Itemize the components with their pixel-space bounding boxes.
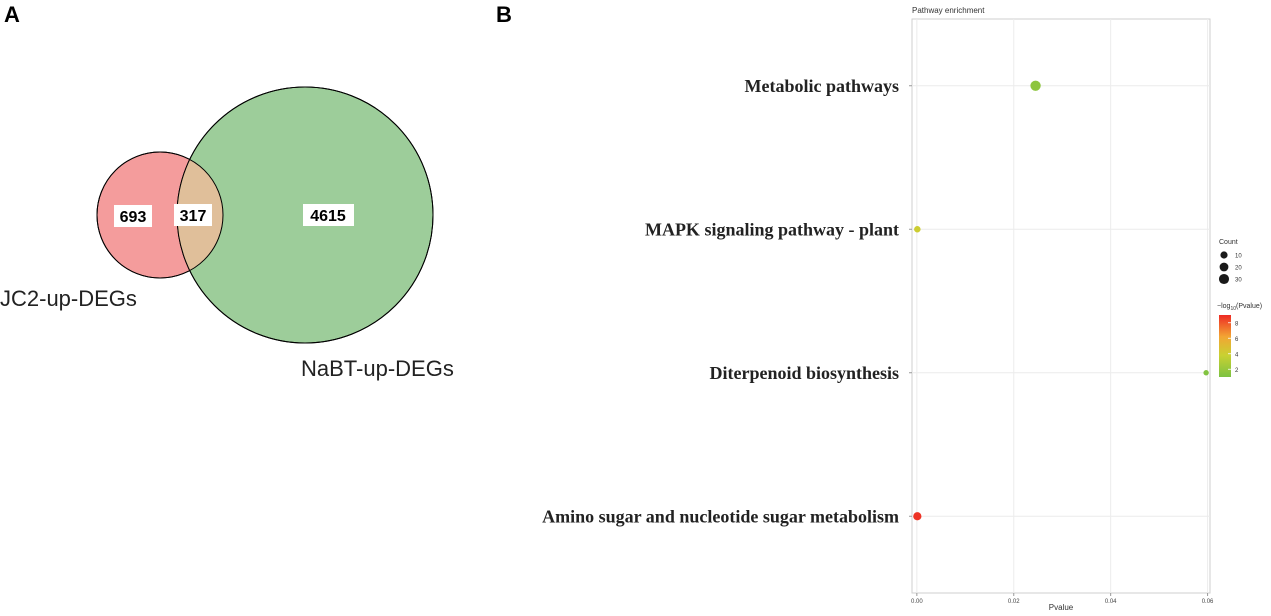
x-axis-ticks: 0.00 0.02 0.04 0.06 (911, 593, 1214, 605)
legend-color-title: −log10(Pvalue) (1217, 303, 1262, 312)
legend-count: Count 10 20 30 (1218, 239, 1242, 285)
venn-label-box-right (303, 204, 354, 226)
data-point (1030, 80, 1041, 91)
venn-count-left-only: 693 (120, 209, 147, 226)
legend-count-symbol (1218, 273, 1230, 285)
legend-count-symbol (1220, 251, 1228, 259)
y-category-label: Metabolic pathways (745, 76, 900, 96)
venn-label-box-left (114, 205, 152, 227)
venn-circle-jc2-outline (96, 151, 224, 279)
legend-count-title: Count (1219, 239, 1238, 246)
data-point (914, 225, 921, 233)
data-point (913, 512, 922, 521)
plot-area (911, 18, 1211, 594)
panel-a: A 693 317 4615 JC2-up-DEGs NaBT-up-DEGs (0, 2, 454, 381)
y-category-label: MAPK signaling pathway - plant (645, 219, 899, 239)
x-tick-label: 0.00 (911, 599, 923, 605)
x-axis-title: Pvalue (1049, 603, 1074, 612)
venn-label-box-overlap (174, 204, 212, 226)
legend-color-label: 4 (1235, 352, 1239, 358)
legend-color-label: 8 (1235, 321, 1239, 327)
data-points (913, 80, 1209, 521)
panel-a-letter: A (4, 2, 20, 27)
legend-count-label: 20 (1235, 266, 1242, 272)
x-tick-label: 0.06 (1202, 599, 1214, 605)
legend-count-symbol (1219, 262, 1229, 272)
y-category-label: Amino sugar and nucleotide sugar metabol… (542, 506, 899, 526)
legend-count-items: 10 20 30 (1218, 251, 1242, 285)
legend-color: −log10(Pvalue) 2 4 6 8 (1217, 303, 1262, 377)
data-point (1203, 370, 1209, 376)
legend-count-label: 10 (1235, 254, 1242, 260)
venn-count-right-only: 4615 (310, 208, 346, 225)
venn-count-overlap: 317 (180, 208, 207, 225)
panel-b-letter: B (496, 2, 512, 27)
panel-b: B Pathway enrichment Metabolic pathwaysM… (496, 2, 1262, 612)
legend-colorbar (1219, 315, 1231, 377)
legend-count-label: 30 (1235, 278, 1242, 284)
legend-color-ticks: 2 4 6 8 (1228, 321, 1239, 374)
x-tick-label: 0.04 (1105, 599, 1117, 605)
x-tick-label: 0.02 (1008, 599, 1020, 605)
venn-set-label-jc2: JC2-up-DEGs (0, 286, 137, 311)
legend-color-label: 6 (1235, 337, 1239, 343)
venn-set-label-nabt: NaBT-up-DEGs (301, 356, 454, 381)
grid-lines (912, 19, 1210, 593)
chart-title: Pathway enrichment (912, 6, 985, 15)
y-category-label: Diterpenoid biosynthesis (709, 363, 899, 383)
legend-color-label: 2 (1235, 368, 1239, 374)
